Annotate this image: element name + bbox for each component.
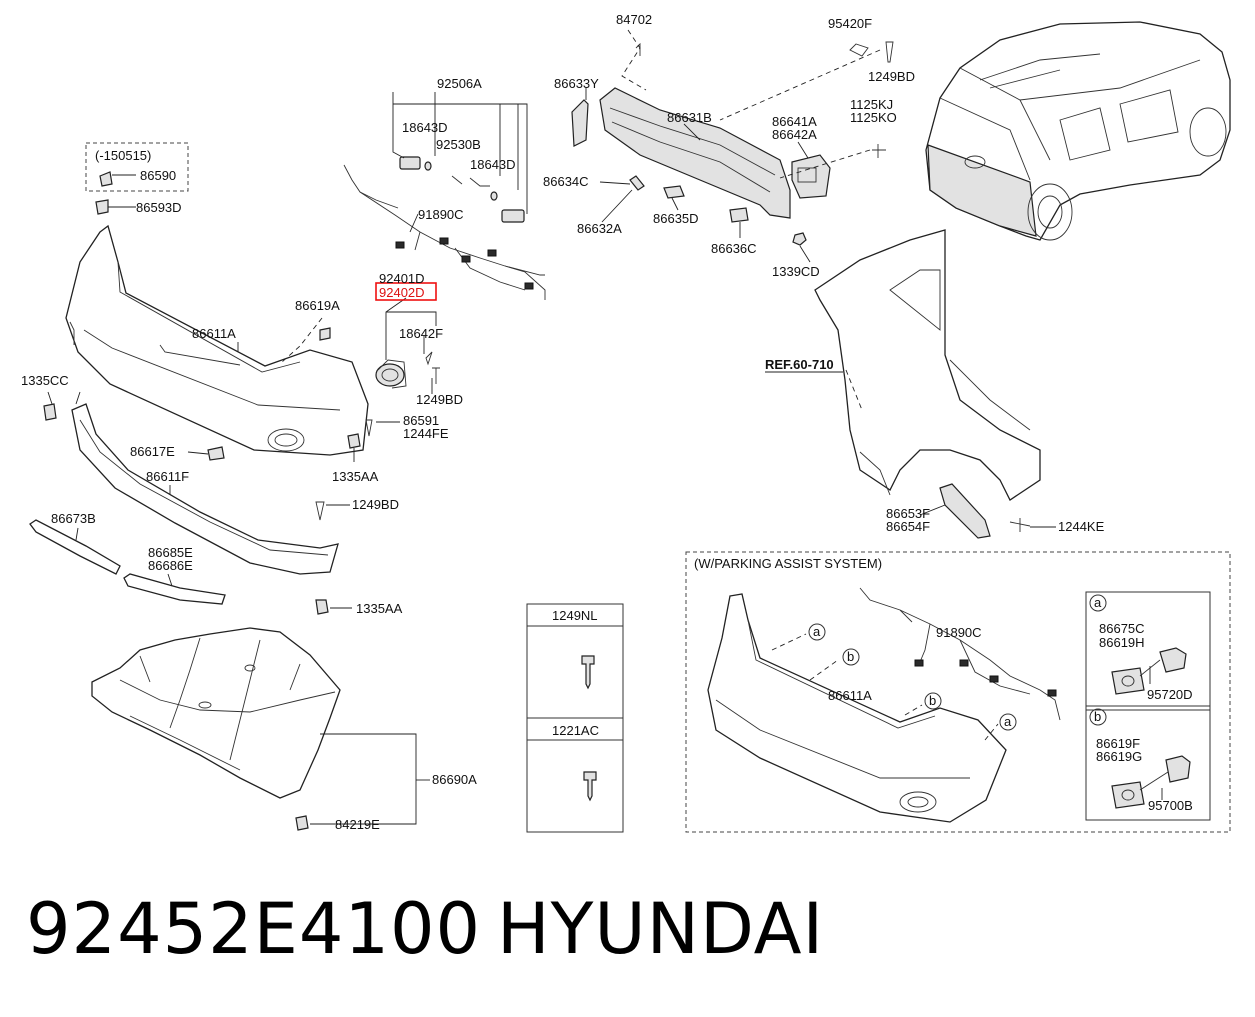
parts-diagram: 84702 95420F 1249BD 92506A 86633Y 86631B… — [21, 12, 1231, 833]
label-86619H: 86619H — [1099, 635, 1145, 650]
label-86617E: 86617E — [130, 444, 175, 459]
label-86636C: 86636C — [711, 241, 757, 256]
label-84219E: 84219E — [335, 817, 380, 832]
brand-name: HYUNDAI — [497, 888, 825, 970]
parking-assist-frame — [685, 551, 1231, 833]
label-1249BD-low: 1249BD — [352, 497, 399, 512]
sensor-detail-boxes — [1085, 591, 1211, 821]
label-91890C-pas: 91890C — [936, 625, 982, 640]
label-86632A: 86632A — [577, 221, 622, 236]
label-86635D: 86635D — [653, 211, 699, 226]
rear-bumper-beam — [571, 41, 894, 246]
label-1249NL: 1249NL — [552, 608, 598, 623]
rear-reflex-lamp — [375, 351, 440, 389]
label-92401D: 92401D — [379, 271, 425, 286]
label-84702: 84702 — [616, 12, 652, 27]
part-number: 92452E4100 — [26, 888, 482, 970]
callout-b-1: b — [847, 649, 854, 664]
label-95720D: 95720D — [1147, 687, 1193, 702]
label-86619A: 86619A — [295, 298, 340, 313]
label-1244FE: 1244FE — [403, 426, 449, 441]
label-1335AA-b: 1335AA — [356, 601, 403, 616]
leader-lines — [47, 29, 1163, 825]
rear-bumper-cover — [65, 224, 369, 456]
label-ref-60-710: REF.60-710 — [765, 357, 834, 372]
screw-table — [526, 603, 624, 833]
label-1339CD: 1339CD — [772, 264, 820, 279]
label-86641A: 86641A — [772, 114, 817, 129]
label-86631B: 86631B — [667, 110, 712, 125]
license-lamps — [399, 156, 525, 223]
under-cover — [91, 627, 341, 799]
bumper-harness — [343, 164, 546, 300]
part-labels: 84702 95420F 1249BD 92506A 86633Y 86631B… — [21, 12, 1193, 832]
label-86593D: 86593D — [136, 200, 182, 215]
callout-circles — [808, 594, 1107, 731]
label-91890C-top: 91890C — [418, 207, 464, 222]
label-1244KE: 1244KE — [1058, 519, 1105, 534]
label-18643D-a: 18643D — [402, 120, 448, 135]
label-86642A: 86642A — [772, 127, 817, 142]
label-86591: 86591 — [403, 413, 439, 428]
label-86619F: 86619F — [1096, 736, 1140, 751]
label-1335CC: 1335CC — [21, 373, 69, 388]
highlight-92402D — [375, 282, 437, 301]
label-86590: 86590 — [140, 168, 176, 183]
label-86685E: 86685E — [148, 545, 193, 560]
callout-a-1: a — [813, 624, 821, 639]
label-86654F: 86654F — [886, 519, 930, 534]
label-range: (-150515) — [95, 148, 151, 163]
callout-a-2: a — [1004, 714, 1012, 729]
label-1221AC: 1221AC — [552, 723, 599, 738]
vehicle-rear-view — [925, 21, 1231, 241]
bumper-lower-trim — [71, 403, 339, 575]
label-18643D-b: 18643D — [470, 157, 516, 172]
label-86686E: 86686E — [148, 558, 193, 573]
quarter-panel-ref — [814, 229, 1041, 539]
label-92402D: 92402D — [379, 285, 425, 300]
label-86611A-pas: 86611A — [828, 688, 872, 703]
label-parking-assist: (W/PARKING ASSIST SYSTEM) — [694, 556, 882, 571]
fasteners-left — [43, 171, 373, 831]
label-86619G: 86619G — [1096, 749, 1142, 764]
label-86611F: 86611F — [146, 469, 189, 484]
label-95420F: 95420F — [828, 16, 872, 31]
range-frame — [85, 142, 189, 192]
label-1249BD-mid: 1249BD — [416, 392, 463, 407]
label-86633Y: 86633Y — [554, 76, 599, 91]
callout-b-2: b — [929, 693, 936, 708]
callout-table-a: a — [1094, 595, 1102, 610]
label-86634C: 86634C — [543, 174, 589, 189]
label-86673B: 86673B — [51, 511, 96, 526]
label-86653F: 86653F — [886, 506, 930, 521]
label-1125KO: 1125KO — [850, 110, 897, 125]
parking-assist-bumper — [707, 587, 1061, 823]
label-95700B: 95700B — [1148, 798, 1193, 813]
label-1335AA-a: 1335AA — [332, 469, 379, 484]
label-1125KJ: 1125KJ — [850, 97, 893, 112]
callout-table-b: b — [1094, 709, 1101, 724]
label-86611A-top: 86611A — [192, 326, 236, 341]
label-86675C: 86675C — [1099, 621, 1145, 636]
label-1249BD-top: 1249BD — [868, 69, 915, 84]
label-92530B: 92530B — [436, 137, 481, 152]
label-92506A: 92506A — [437, 76, 482, 91]
label-86690A: 86690A — [432, 772, 477, 787]
label-18642F: 18642F — [399, 326, 443, 341]
bumper-moldings — [29, 519, 226, 605]
